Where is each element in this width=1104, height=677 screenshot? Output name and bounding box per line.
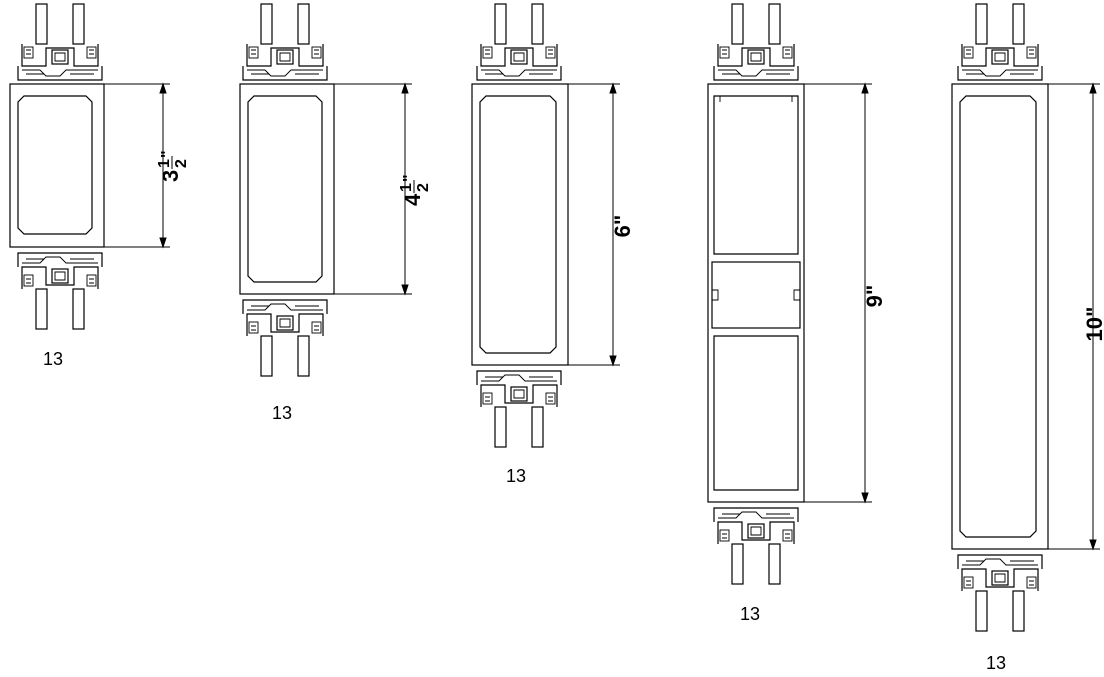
profile-caption: 13: [506, 466, 526, 486]
profile-6-inch: 6" 13: [471, 3, 635, 486]
dimension-line: [104, 82, 170, 249]
profile-body: [707, 83, 805, 503]
splice-chamber: [711, 261, 801, 329]
profile-10-inch: 10" 13: [951, 3, 1104, 673]
profile-caption: 13: [986, 653, 1006, 673]
profile-body: [239, 83, 335, 295]
dimension-label: 3 1 2 ": [156, 150, 190, 182]
profile-chamber: [959, 95, 1037, 538]
profile-chamber: [713, 95, 799, 255]
dimension-line: [334, 82, 412, 296]
dimension-label: 4 1 2 ": [398, 174, 432, 206]
profile-4-5-inch: 4 1 2 " 13: [239, 3, 432, 423]
svg-text:2: 2: [415, 183, 432, 192]
svg-text:1: 1: [398, 183, 415, 192]
profile-chamber: [17, 95, 93, 235]
profile-body: [471, 83, 569, 366]
dimension-line: [804, 82, 872, 504]
profile-chamber: [713, 335, 799, 491]
svg-text:1: 1: [156, 159, 173, 168]
profile-caption: 13: [740, 604, 760, 624]
svg-text:": ": [159, 150, 176, 158]
profile-body: [9, 83, 105, 248]
dimension-label: 6": [610, 215, 635, 238]
profile-body: [951, 83, 1049, 550]
dimension-line: [568, 82, 620, 367]
svg-text:2: 2: [173, 159, 190, 168]
svg-text:3: 3: [158, 170, 183, 182]
dimension-label: 9": [862, 285, 887, 308]
profile-caption: 13: [272, 403, 292, 423]
profile-9-inch: 9" 13: [707, 3, 887, 624]
svg-text:4: 4: [400, 193, 425, 206]
svg-text:": ": [401, 174, 418, 182]
dimension-line: [1048, 82, 1100, 551]
profile-chamber: [479, 95, 557, 354]
profile-3-5-inch: 3 1 2 " 13: [9, 3, 190, 369]
profile-chamber: [247, 95, 323, 283]
dimension-label: 10": [1082, 307, 1104, 342]
profile-caption: 13: [43, 349, 63, 369]
